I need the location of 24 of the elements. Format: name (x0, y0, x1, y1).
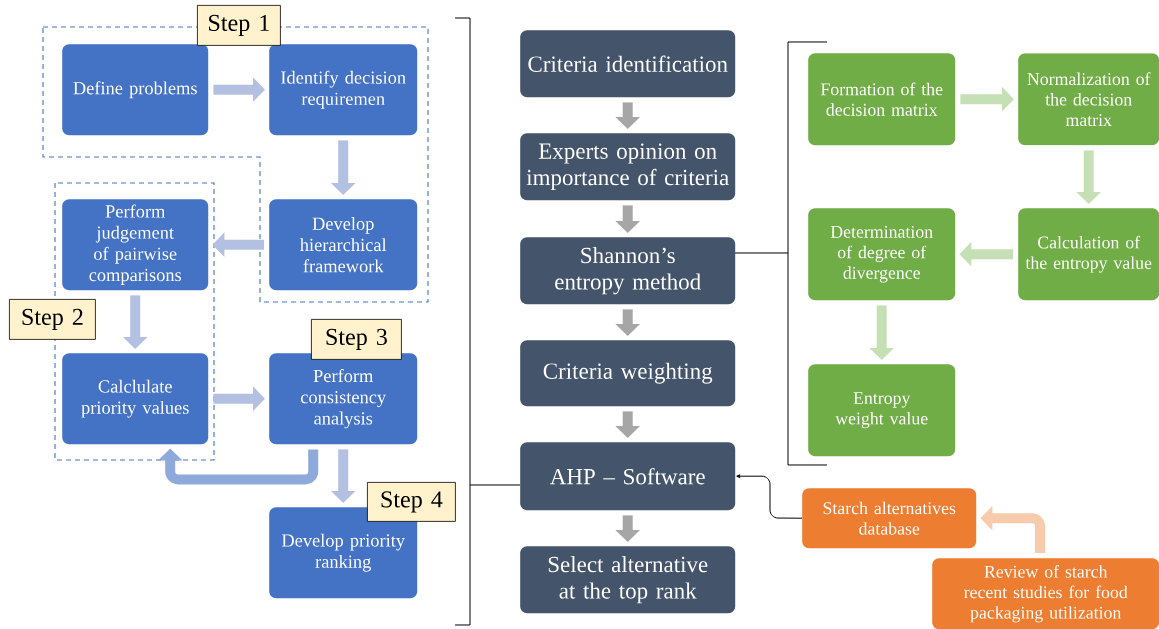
process-box: Define problems (62, 44, 209, 136)
step-label: Step 4 (367, 482, 456, 522)
process-box: Experts opinion on importance of criteria (520, 133, 736, 201)
process-box: Criteria identification (520, 30, 736, 98)
process-box: AHP – Software (520, 442, 736, 511)
process-box: Entropy weight value (808, 364, 956, 457)
process-box: Criteria weighting (520, 340, 736, 407)
process-box: Normalization of the decision matrix (1018, 53, 1159, 146)
process-box: Shannon’s entropy method (520, 237, 736, 305)
process-box: Determination of degree of divergence (808, 208, 956, 301)
process-box: Develop hierarchical framework (269, 199, 418, 291)
process-box: Calculation of the entropy value (1018, 208, 1159, 301)
process-box: Starch alternatives database (802, 488, 977, 549)
process-box: Formation of the decision matrix (808, 53, 956, 146)
process-box: Perform judgement of pairwise comparisons (62, 199, 209, 291)
process-box: Review of starch recent studies for food packaging utilization (932, 558, 1159, 629)
process-box: Select alternative at the top rank (520, 546, 736, 614)
step-label: Step 3 (311, 319, 402, 360)
step-label: Step 2 (9, 299, 96, 340)
arrow (736, 474, 803, 519)
process-box: Calclulate priority values (62, 353, 209, 445)
process-box: Identify decision requiremen (269, 44, 418, 136)
process-box: Perform consistency analysis (269, 353, 418, 445)
step-label: Step 1 (197, 5, 281, 46)
